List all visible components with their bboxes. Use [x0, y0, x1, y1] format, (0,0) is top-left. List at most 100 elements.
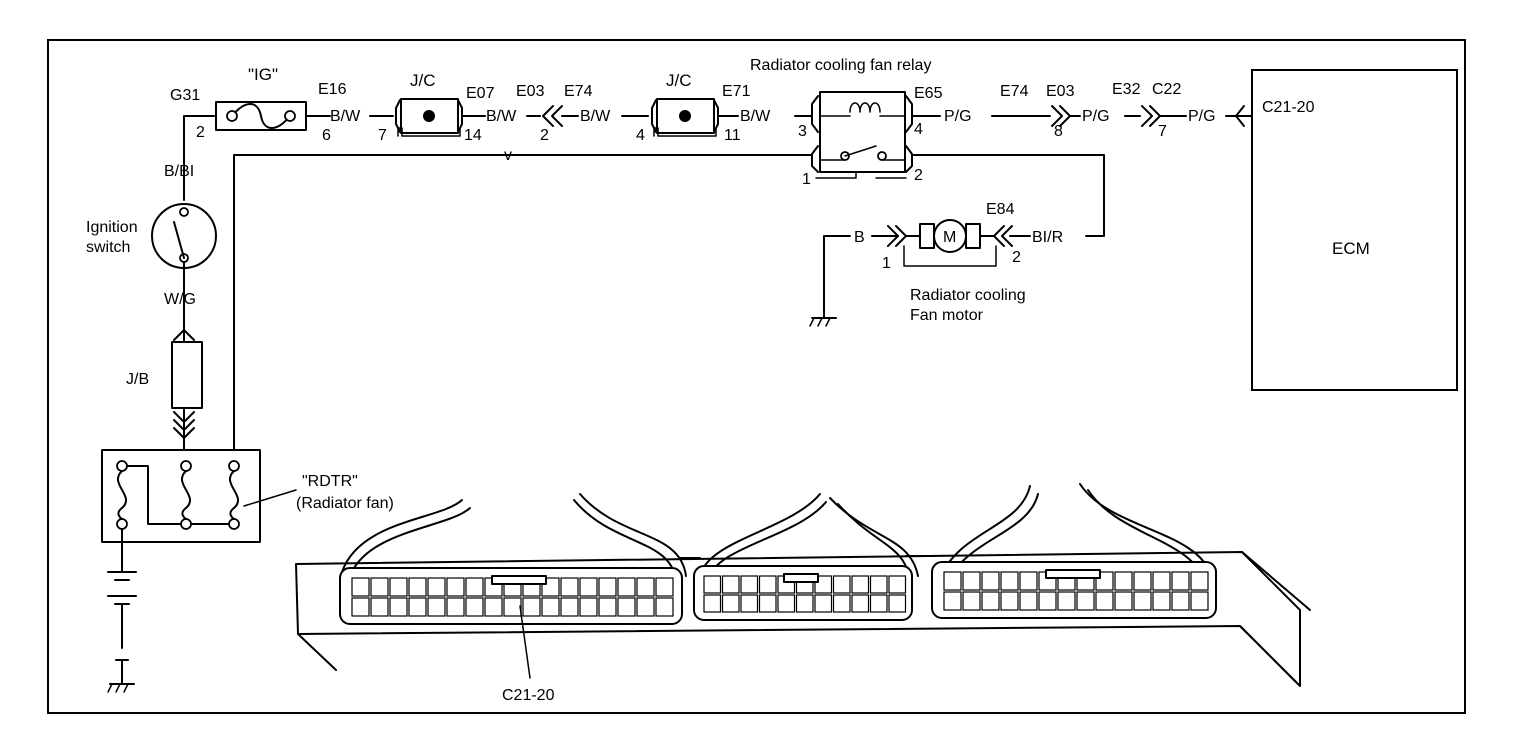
connector-pin-cell [943, 591, 962, 611]
connector-pin-cell [389, 577, 408, 597]
connector-pin-cell [408, 597, 427, 617]
connector-pin-cell [598, 577, 617, 597]
motor-circuit-wires [233, 154, 1105, 459]
connector-pin-cell [636, 597, 655, 617]
ecm-label: ECM [1332, 239, 1370, 258]
rdtr-fuse-box [101, 449, 297, 543]
connector-pin-cell [503, 597, 522, 617]
connector-pin-cell [1114, 591, 1133, 611]
rdtr-fuse-desc: (Radiator fan) [296, 495, 394, 512]
connector-pin-cell [370, 597, 389, 617]
pin-e32-7: 7 [1158, 123, 1167, 140]
pin-relay-3: 3 [798, 123, 807, 140]
pin-g31-2: 2 [196, 124, 205, 141]
connector-pin-cell [389, 597, 408, 617]
ignition-label-2: switch [86, 239, 130, 256]
connector-pin-cell [1019, 591, 1038, 611]
connector-e07: E07 [466, 85, 495, 102]
connector-pin-cell [408, 577, 427, 597]
connector-pin-cell [943, 571, 962, 591]
connector-pin-cell [851, 575, 870, 594]
wire-b-bl: B/BI [164, 163, 194, 180]
pin-relay-1: 1 [802, 171, 811, 188]
connector-pin-cell [851, 594, 870, 613]
connector-e84: E84 [986, 201, 1015, 218]
connector-pin-cell [795, 594, 814, 613]
connector-pin-cell [758, 594, 777, 613]
connector-pin-cell [869, 575, 888, 594]
connector-e03-b: E03 [1046, 83, 1075, 100]
connector-e32: E32 [1112, 81, 1141, 98]
connector-pin-cell [560, 597, 579, 617]
connector-e74-a: E74 [564, 83, 593, 100]
pin-motor-2: 2 [1012, 249, 1021, 266]
connector-e03-a: E03 [516, 83, 545, 100]
connector-pin-cell [740, 594, 759, 613]
connector-pin-cell [832, 575, 851, 594]
connector-pin-cell [1095, 591, 1114, 611]
connector-pin-cell [888, 575, 907, 594]
connector-pin-cell [721, 575, 740, 594]
connector-pin-cell [465, 597, 484, 617]
connector-pin-cell [1057, 591, 1076, 611]
connector-pin-cell [1152, 591, 1171, 611]
connector-pin-cell [655, 577, 674, 597]
connector-pin-cell [1133, 571, 1152, 591]
wire-bw-3: B/W [580, 108, 611, 125]
ecm-box [1251, 69, 1458, 391]
ignition-switch [151, 203, 217, 331]
connector-pin-cell [740, 575, 759, 594]
pin-jc1-7: 7 [378, 127, 387, 144]
radiator-fan-relay [811, 91, 913, 179]
connector-pin-cell [446, 577, 465, 597]
connector-pin-cell [758, 575, 777, 594]
wire-bw-1: B/W [330, 108, 361, 125]
connector-e16: E16 [318, 81, 347, 98]
pin-motor-1: 1 [882, 255, 891, 272]
connector-pin-cell [832, 594, 851, 613]
connector-pin-cell [446, 597, 465, 617]
wire-pg-2: P/G [1082, 108, 1110, 125]
connector-pin-cell [655, 597, 674, 617]
battery [107, 528, 137, 693]
connector-pin-cell [598, 597, 617, 617]
connector-pin-cell [427, 597, 446, 617]
pin-jc1-14: 14 [464, 127, 482, 144]
connector-c22: C22 [1152, 81, 1181, 98]
jc1-label: J/C [410, 71, 436, 90]
wire-w-g: W/G [164, 291, 196, 308]
connector-pin-cell [617, 597, 636, 617]
wire-bw-2: B/W [486, 108, 517, 125]
connector-pin-cell [962, 571, 981, 591]
relay-title: Radiator cooling fan relay [750, 57, 931, 74]
pin-jc2-4: 4 [636, 127, 645, 144]
connector-pin-cell [1171, 571, 1190, 591]
wire-bw-4: B/W [740, 108, 771, 125]
ignition-label-1: Ignition [86, 219, 138, 236]
ig-circuit-wires [183, 98, 813, 201]
connector-pin-cell [869, 594, 888, 613]
connector-pin-cell [703, 594, 722, 613]
connector-pin-cell [814, 575, 833, 594]
connector-pin-cell [777, 594, 796, 613]
wire-mark-v: v [504, 147, 512, 164]
connector-pin-cell [1000, 591, 1019, 611]
motor-symbol: M [943, 229, 956, 246]
connector-pin-cell [541, 597, 560, 617]
connector-pin-cell [1076, 591, 1095, 611]
connector-pin-cell [814, 594, 833, 613]
connector-pin-cell [636, 577, 655, 597]
pin-e03-2: 2 [540, 127, 549, 144]
jb-label: J/B [126, 371, 149, 388]
wire-pg-1: P/G [944, 108, 972, 125]
connector-g31: G31 [170, 87, 200, 104]
pin-relay-4: 4 [914, 121, 923, 138]
connector-pin-cell [427, 577, 446, 597]
connector-pin-cell [351, 597, 370, 617]
connector-pin-cell [1171, 591, 1190, 611]
connector-pin-cell [981, 591, 1000, 611]
connector-pin-cell [721, 594, 740, 613]
ig-fuse-label: "IG" [248, 65, 278, 84]
diagram-frame [47, 39, 1466, 714]
